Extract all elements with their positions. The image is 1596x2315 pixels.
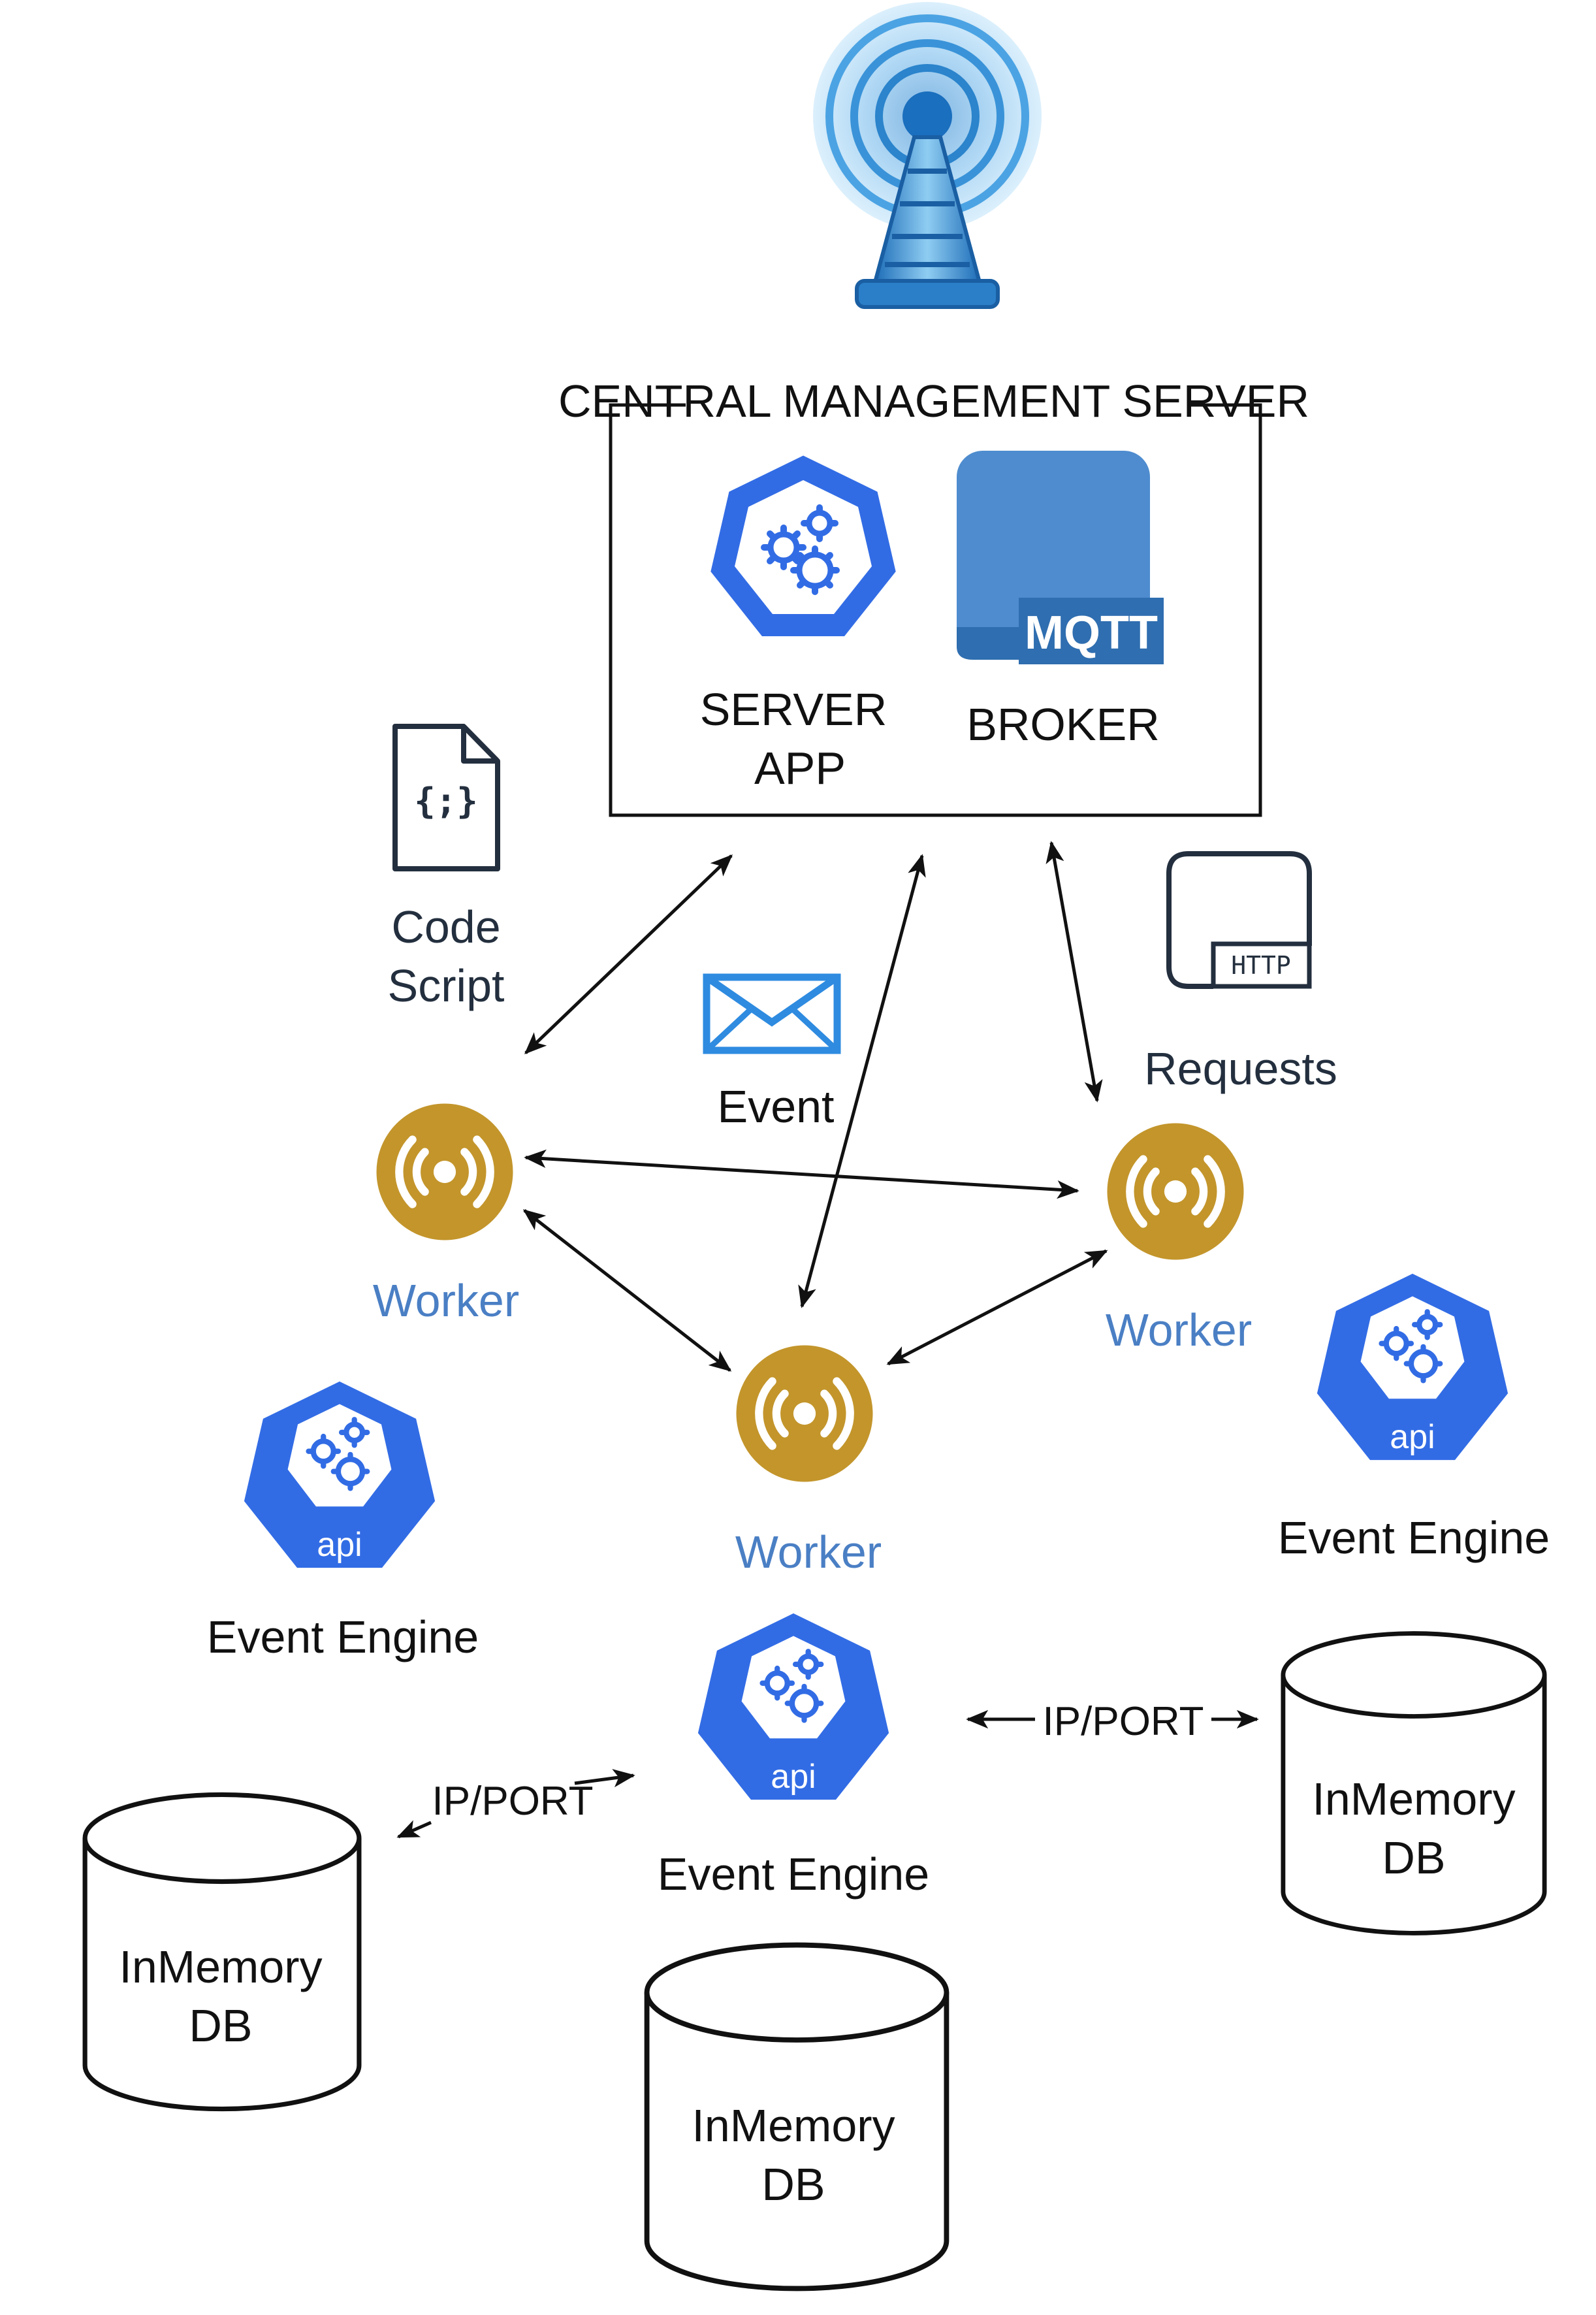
connections: [522, 841, 1108, 1372]
mqtt-text: MQTT: [1025, 607, 1158, 659]
db-center-label-1: InMemory: [692, 2100, 895, 2151]
worker-signal-icon: [377, 1104, 513, 1240]
inmemory-db-left[interactable]: InMemory DB: [85, 1794, 359, 2109]
event-engine-right-label: Event Engine: [1278, 1512, 1550, 1563]
event-engine-center-label: Event Engine: [658, 1849, 929, 1900]
db-left-label-2: DB: [189, 2000, 252, 2051]
server-app-label-2: APP: [754, 743, 846, 794]
http-request-icon: HTTP: [1166, 851, 1312, 989]
arrow-worker-left-right: [524, 1149, 1079, 1199]
code-script: {;} Code Script: [388, 724, 505, 1011]
server-app[interactable]: SERVER APP: [700, 453, 899, 794]
worker-bottom-label: Worker: [735, 1527, 882, 1578]
worker-bottom[interactable]: Worker: [735, 1346, 882, 1578]
requests: HTTP Requests: [1144, 851, 1337, 1094]
arrow-server-worker-right: [1045, 841, 1103, 1103]
db-right-label-1: InMemory: [1312, 1773, 1515, 1824]
worker-signal-icon: [1108, 1124, 1244, 1260]
worker-signal-icon: [737, 1346, 873, 1482]
kubernetes-icon: [708, 453, 899, 639]
ip-port-label-right: IP/PORT: [1043, 1699, 1204, 1744]
event-engine-right[interactable]: api Event Engine: [1278, 1271, 1550, 1563]
db-center-label-2: DB: [761, 2159, 825, 2210]
code-script-label-2: Script: [388, 960, 505, 1011]
inmemory-db-right[interactable]: InMemory DB: [1283, 1634, 1544, 1934]
arrow-server-worker-left: [524, 854, 733, 1054]
inmemory-db-center[interactable]: InMemory DB: [647, 1945, 947, 2289]
broker-label: BROKER: [966, 699, 1160, 750]
arrow-worker-left-bottom: [522, 1209, 732, 1372]
server-app-label-1: SERVER: [700, 684, 887, 735]
event-label: Event: [718, 1081, 835, 1132]
worker-left[interactable]: Worker: [373, 1104, 519, 1327]
http-text: HTTP: [1231, 951, 1291, 980]
radio-tower-icon: [813, 2, 1042, 309]
broker[interactable]: MQTT BROKER: [957, 451, 1164, 750]
code-file-icon: {;}: [392, 724, 500, 871]
ip-port-link-left: IP/PORT: [396, 1769, 635, 1839]
ip-port-label-left: IP/PORT: [432, 1779, 594, 1824]
mqtt-broker-icon: MQTT: [957, 451, 1164, 664]
db-left-label-1: InMemory: [119, 1941, 322, 1992]
requests-label: Requests: [1144, 1043, 1337, 1094]
worker-right-label: Worker: [1106, 1304, 1252, 1355]
code-icon-text: {;}: [414, 781, 478, 822]
event-engine-left[interactable]: api Event Engine: [207, 1378, 479, 1662]
worker-right[interactable]: Worker: [1106, 1124, 1252, 1356]
arrow-worker-right-bottom: [886, 1249, 1108, 1366]
api-text: api: [1390, 1418, 1435, 1456]
ip-port-link-right: IP/PORT: [966, 1699, 1259, 1744]
event-engine-center[interactable]: api Event Engine: [658, 1610, 929, 1900]
worker-left-label: Worker: [373, 1275, 519, 1326]
arrow-server-worker-bottom: [798, 854, 926, 1308]
db-right-label-2: DB: [1382, 1832, 1445, 1883]
api-text: api: [771, 1758, 816, 1796]
central-management-server: CENTRAL MANAGEMENT SERVER: [558, 376, 1309, 817]
server-title: CENTRAL MANAGEMENT SERVER: [558, 376, 1309, 427]
code-script-label-1: Code: [391, 901, 500, 952]
event: Event: [703, 973, 841, 1132]
api-text: api: [317, 1526, 362, 1564]
envelope-icon: [703, 973, 841, 1054]
event-engine-left-label: Event Engine: [207, 1611, 479, 1662]
